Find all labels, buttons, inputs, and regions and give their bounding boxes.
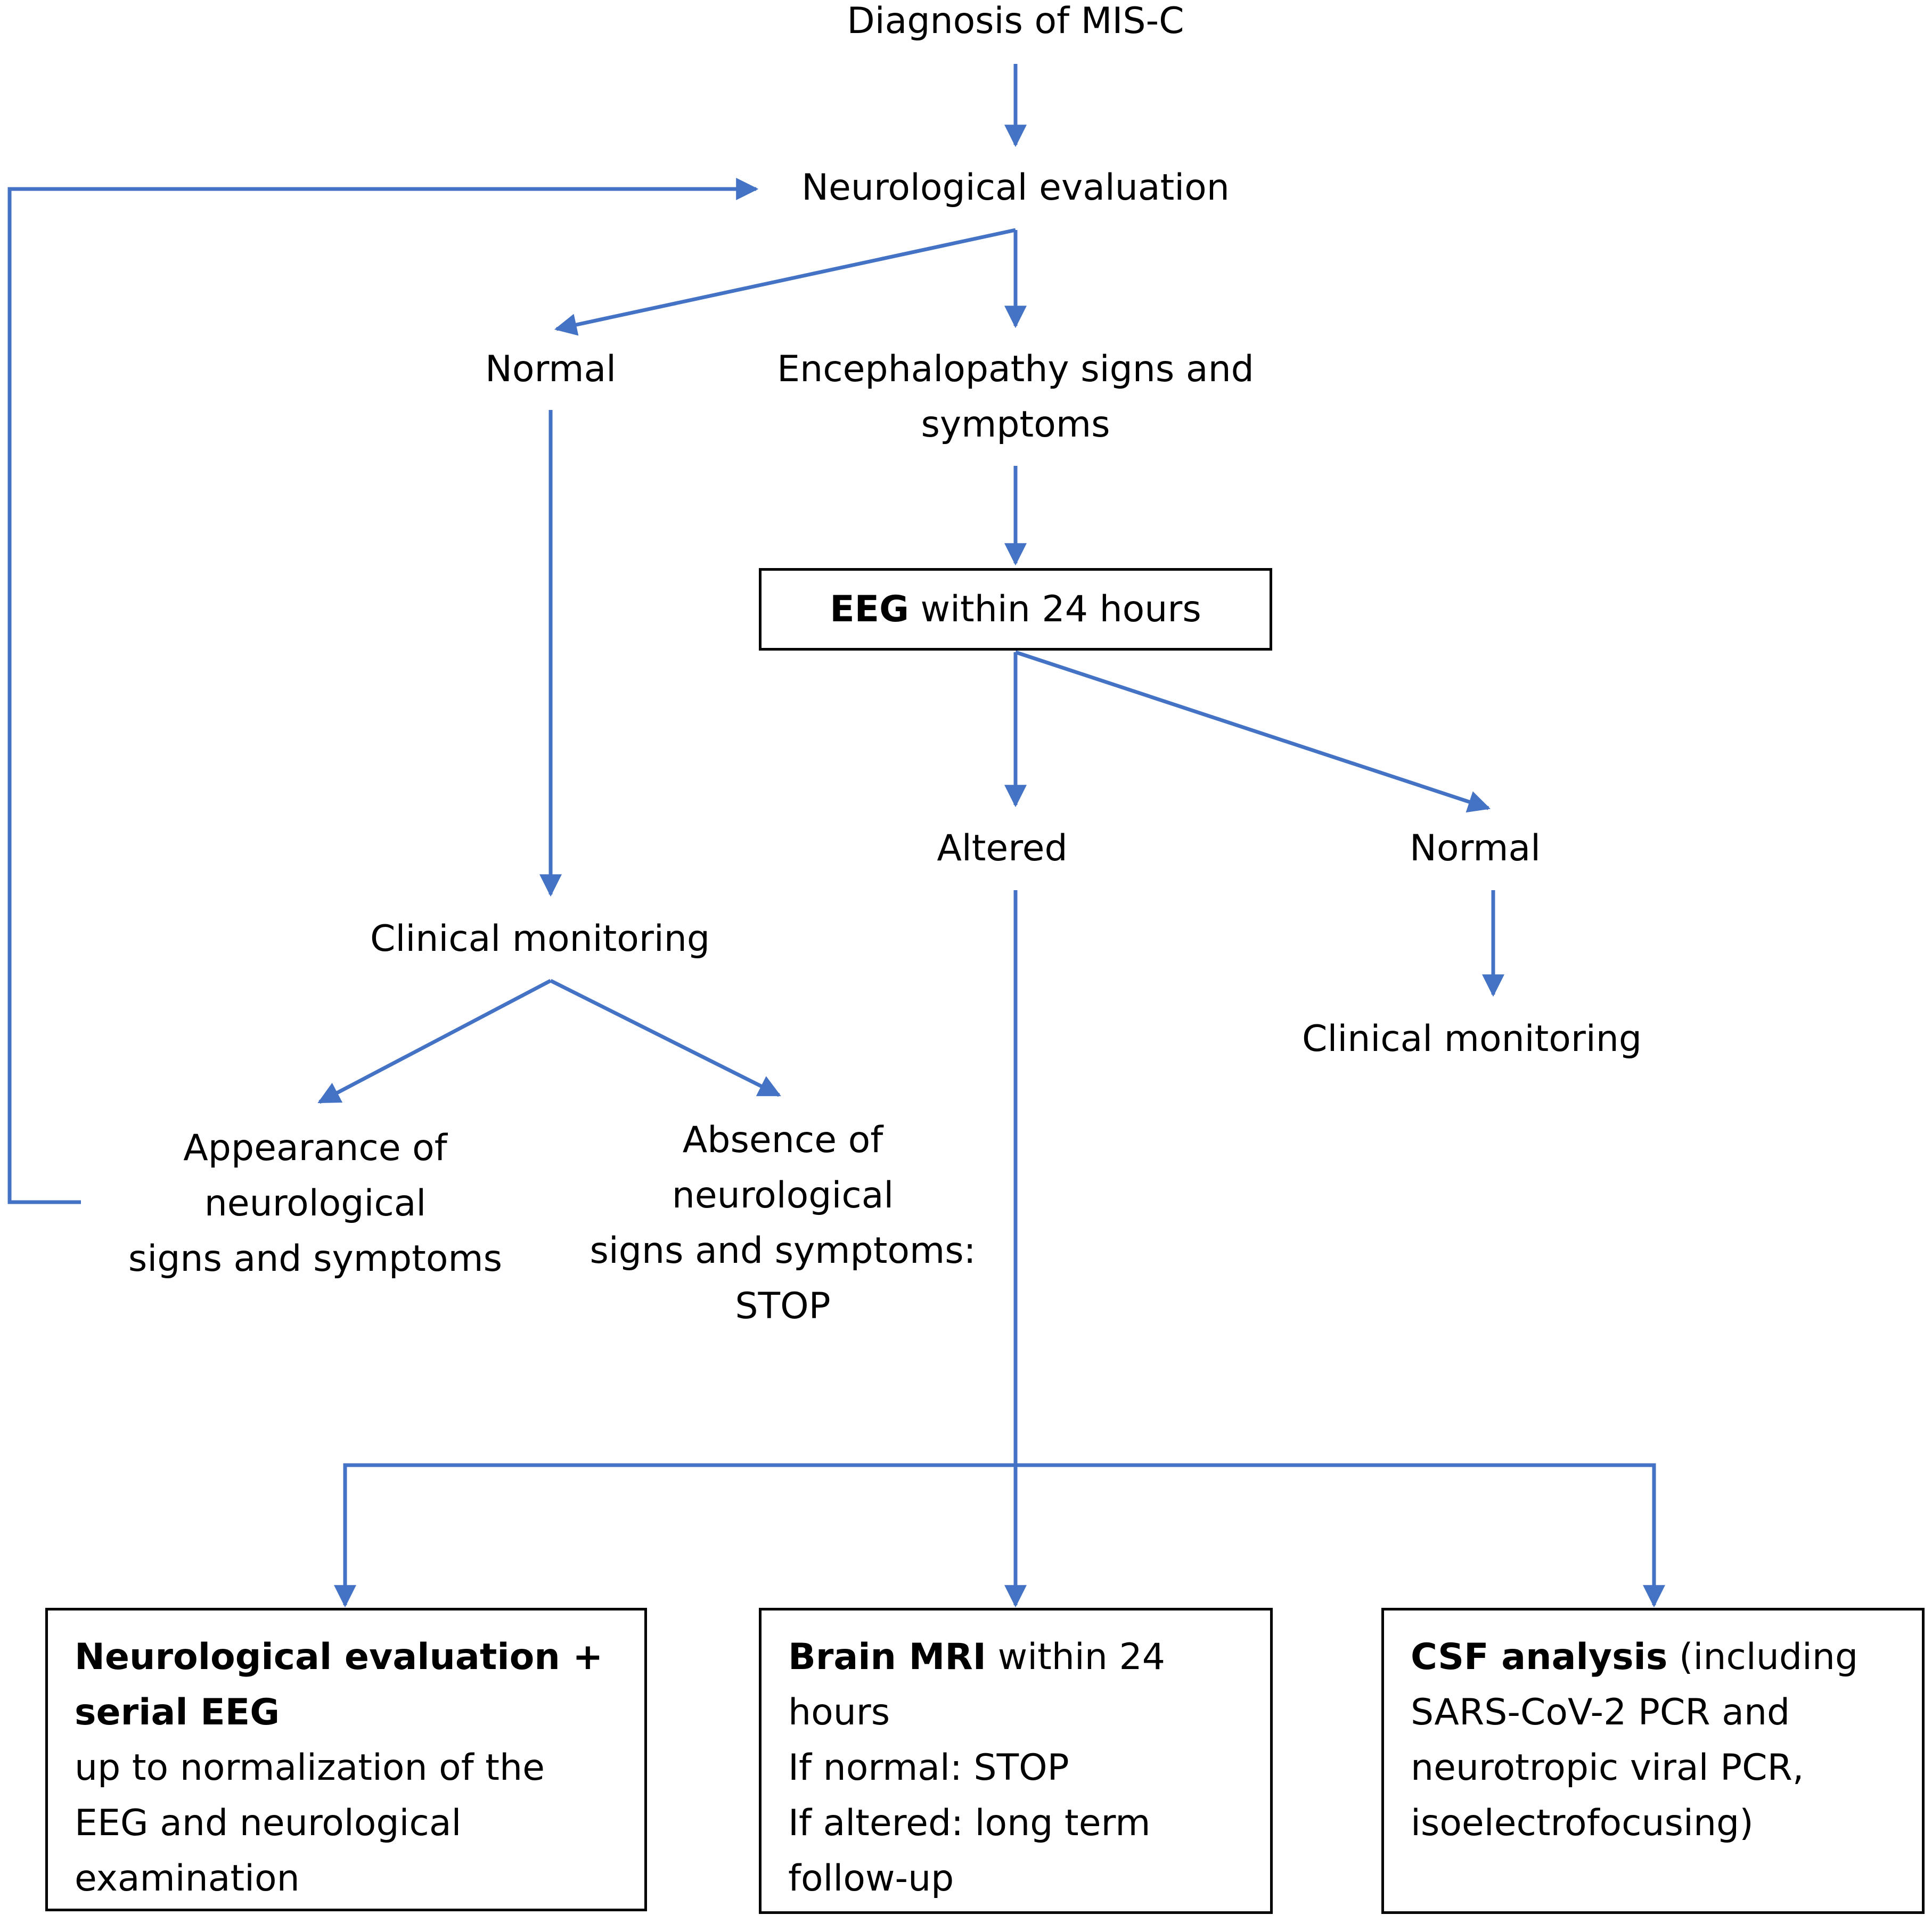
node-appearance-line: neurological: [204, 1182, 427, 1225]
node-diagnosis-text: Diagnosis of MIS-C: [847, 0, 1184, 42]
outcome-csf-line: SARS-CoV-2 PCR and: [1411, 1691, 1790, 1733]
outcome-neuro-serial-line: examination: [75, 1858, 300, 1900]
node-normal-left-text: Normal: [485, 348, 617, 390]
outcome-neuro-serial-line: up to normalization of the: [75, 1747, 545, 1789]
arrow-eeg-to-normal: [1014, 650, 1491, 813]
node-diagnosis: Diagnosis of MIS-C: [749, 0, 1282, 49]
outcome-csf-first-rest: (including: [1667, 1636, 1859, 1678]
outcome-box-neuro-serial-eeg: Neurological evaluation + serial EEG up …: [45, 1608, 647, 1911]
outcome-csf-first-line: CSF analysis (including: [1411, 1630, 1922, 1685]
outcome-neuro-serial-bold-line: Neurological evaluation +: [75, 1636, 603, 1678]
node-absence-line: neurological: [672, 1174, 894, 1217]
arrow-loop-back-to-evaluation: [7, 178, 759, 1204]
node-clinical-monitoring-right: Clinical monitoring: [1259, 1012, 1685, 1067]
node-neurological-evaluation-text: Neurological evaluation: [801, 167, 1230, 209]
outcome-box-brain-mri: Brain MRI within 24 hours If normal: STO…: [759, 1608, 1273, 1914]
node-absence-line: STOP: [735, 1285, 831, 1327]
node-eeg-text: EEG within 24 hours: [830, 588, 1201, 630]
outcome-csf-line: neurotropic viral PCR,: [1411, 1747, 1804, 1789]
node-altered-text: Altered: [937, 827, 1068, 869]
node-appearance: Appearance of neurological signs and sym…: [102, 1121, 528, 1287]
node-clinical-monitoring-left-text: Clinical monitoring: [370, 918, 710, 960]
arrow-monitoring-to-absence: [550, 979, 781, 1097]
outcome-brain-mri-line: hours: [788, 1691, 890, 1733]
node-absence: Absence of neurological signs and sympto…: [570, 1113, 996, 1334]
outcome-csf-bold: CSF analysis: [1411, 1636, 1668, 1678]
node-absence-line: signs and symptoms:: [590, 1230, 976, 1272]
node-clinical-monitoring-right-text: Clinical monitoring: [1301, 1018, 1642, 1060]
node-normal-right-text: Normal: [1409, 827, 1541, 869]
node-absence-line: Absence of: [682, 1119, 883, 1161]
outcome-brain-mri-first-line: Brain MRI within 24: [788, 1630, 1270, 1685]
outcome-brain-mri-bold: Brain MRI: [788, 1636, 986, 1678]
node-eeg-rest: within 24 hours: [908, 588, 1201, 630]
node-normal-right: Normal: [1342, 821, 1608, 876]
node-appearance-line: signs and symptoms: [128, 1238, 503, 1280]
outcome-neuro-serial-bold-line: serial EEG: [75, 1691, 280, 1733]
arrow-evaluation-to-normal: [554, 228, 1016, 336]
node-altered: Altered: [869, 821, 1135, 876]
connector-outcomes-bus: [343, 1463, 1656, 1602]
outcome-brain-mri-first-rest: within 24: [986, 1636, 1165, 1678]
arrow-monitoring-to-appearance: [317, 979, 552, 1104]
node-clinical-monitoring-left: Clinical monitoring: [327, 911, 753, 967]
outcome-neuro-serial-line: EEG and neurological: [75, 1802, 462, 1844]
outcome-brain-mri-line: If altered: long term: [788, 1802, 1151, 1844]
node-eeg-bold: EEG: [830, 588, 909, 630]
node-encephalopathy-line: Encephalopathy signs and: [777, 348, 1254, 390]
node-encephalopathy: Encephalopathy signs and symptoms: [749, 342, 1282, 453]
node-appearance-line: Appearance of: [183, 1127, 447, 1169]
node-encephalopathy-line: symptoms: [921, 404, 1110, 446]
node-eeg-box: EEG within 24 hours: [759, 568, 1272, 651]
node-neurological-evaluation: Neurological evaluation: [749, 160, 1282, 216]
node-normal-left: Normal: [417, 342, 684, 397]
outcome-csf-line: isoelectrofocusing): [1411, 1802, 1754, 1844]
outcome-brain-mri-line: follow-up: [788, 1858, 954, 1900]
outcome-box-csf-analysis: CSF analysis (including SARS-CoV-2 PCR a…: [1381, 1608, 1925, 1914]
outcome-brain-mri-line: If normal: STOP: [788, 1747, 1069, 1789]
